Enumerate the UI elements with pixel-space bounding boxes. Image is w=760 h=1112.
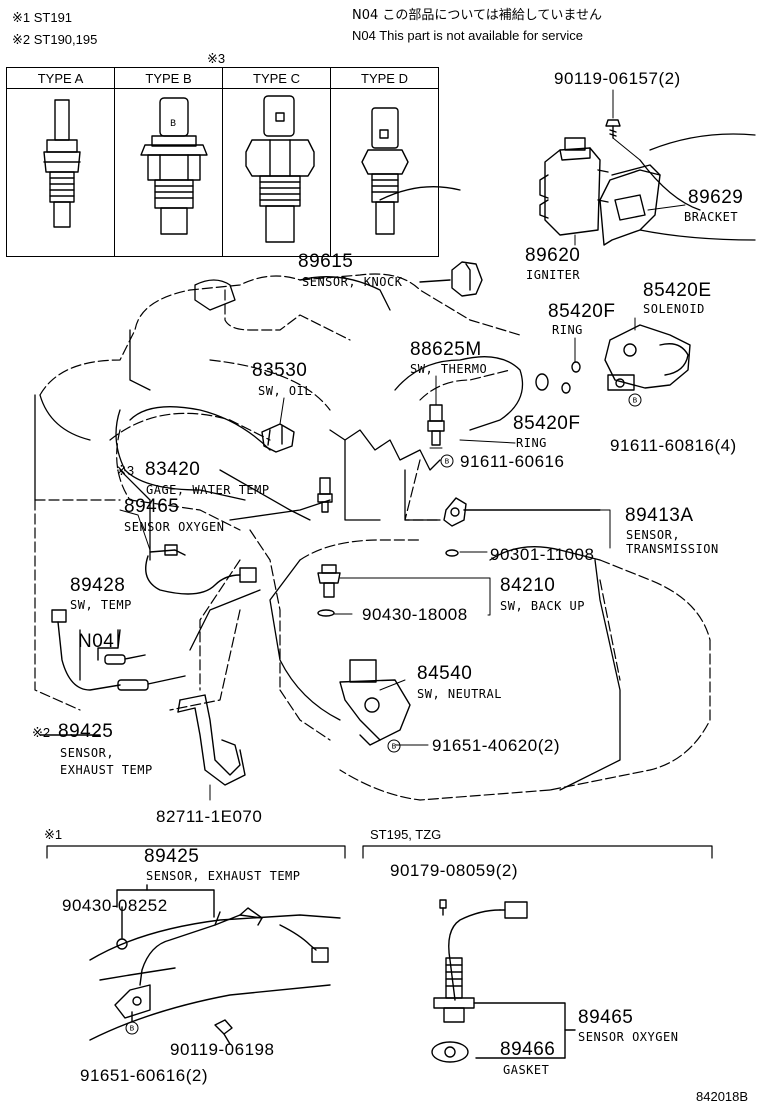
part-84210-name: SW, BACK UP xyxy=(500,599,585,613)
part-85420e: 85420E xyxy=(643,280,712,301)
part-89620-name: IGNITER xyxy=(526,268,581,282)
section-right-89465: 89465 xyxy=(578,1007,634,1028)
part-85420e-name: SOLENOID xyxy=(643,302,705,316)
part-90430-18008: 90430-18008 xyxy=(362,605,468,624)
svg-text:B: B xyxy=(130,1025,135,1033)
part-91611-60816: 91611-60816(4) xyxy=(610,436,737,455)
part-89620: 89620 xyxy=(525,245,581,266)
part-83420: 83420 xyxy=(145,459,201,480)
note-st190-195: ※2 ST190,195 xyxy=(12,32,98,47)
figure-id: 842018B xyxy=(696,1089,749,1104)
engine-block xyxy=(34,133,756,791)
section-right-title: ST195, TZG xyxy=(370,827,442,842)
section-left-89425: 89425 xyxy=(144,846,200,867)
oxygen-sensor-drawing xyxy=(145,544,257,595)
part-82711-1e070: 82711-1E070 xyxy=(156,807,263,826)
temp-switch-drawing xyxy=(51,609,186,691)
engine-outline xyxy=(34,273,711,801)
part-83420-name: GAGE, WATER TEMP xyxy=(146,483,270,497)
svg-text:B: B xyxy=(445,458,450,466)
note-st191: ※1 ST191 xyxy=(12,10,73,25)
part-n04: N04 xyxy=(78,631,115,652)
section-right-89466-name: GASKET xyxy=(503,1063,550,1077)
part-91611-60616: 91611-60616 xyxy=(460,452,565,471)
part-84210: 84210 xyxy=(500,575,556,596)
type-d-header: TYPE D xyxy=(330,67,439,89)
section-right-89465-name: SENSOR OXYGEN xyxy=(578,1030,679,1044)
part-89425: 89425 xyxy=(58,721,114,742)
o-ring-90301-drawing xyxy=(445,549,459,557)
part-89615-name: SENSOR, KNOCK xyxy=(302,275,403,289)
part-84540: 84540 xyxy=(417,663,473,684)
service-note-en: N04 This part is not available for servi… xyxy=(352,28,583,43)
svg-text:B: B xyxy=(392,743,397,751)
part-88625m: 88625M xyxy=(410,339,482,360)
part-89629-name: BRACKET xyxy=(684,210,739,224)
part-89465: 89465 xyxy=(124,496,180,517)
section-left-mark: ※1 xyxy=(44,827,63,842)
ring-85420f-b-drawing xyxy=(535,373,549,391)
type-c-cell xyxy=(222,88,331,257)
part-85420f-a: 85420F xyxy=(548,301,616,322)
svg-text:B: B xyxy=(633,397,638,405)
part-91651-40620: 91651-40620(2) xyxy=(432,736,560,755)
part-84540-name: SW, NEUTRAL xyxy=(417,687,502,701)
type-c-header: TYPE C xyxy=(222,67,331,89)
part-89615: 89615 xyxy=(298,251,354,272)
part-85420f-a-name: RING xyxy=(552,323,583,337)
leader-lines xyxy=(119,89,686,801)
part-89425-name-1: SENSOR, xyxy=(60,746,115,760)
part-89428: 89428 xyxy=(70,575,126,596)
part-88625m-name: SW, THERMO xyxy=(410,362,488,376)
gasket-90430-18008-drawing xyxy=(317,609,335,617)
type-d-leader xyxy=(97,629,121,661)
neutral-switch-drawing xyxy=(339,659,411,746)
part-85420f-b: 85420F xyxy=(513,413,581,434)
section-left-90430-08252: 90430-08252 xyxy=(62,896,168,915)
type-a-header: TYPE A xyxy=(6,67,115,89)
section-left-90119-06198: 90119-06198 xyxy=(170,1040,275,1059)
type-b-header: TYPE B xyxy=(114,67,223,89)
service-note-jp: N04 この部品については補給していません xyxy=(352,8,602,23)
note-mark-3: ※3 xyxy=(207,51,226,66)
section-left-89425-name: SENSOR, EXHAUST TEMP xyxy=(146,869,301,883)
bracket-drawing xyxy=(599,164,661,246)
part-89413a-name-2: TRANSMISSION xyxy=(626,542,719,556)
part-90119-06157: 90119-06157(2) xyxy=(554,69,681,88)
part-89428-name: SW, TEMP xyxy=(70,598,132,612)
clamp-drawing xyxy=(177,694,246,786)
bolt-90119-06157-drawing xyxy=(605,119,621,139)
part-83420-mark: ※3 xyxy=(116,463,135,478)
transmission-sensor-drawing xyxy=(443,497,601,527)
part-85420f-b-name: RING xyxy=(516,436,547,450)
part-83530: 83530 xyxy=(252,360,308,381)
part-89425-mark: ※2 xyxy=(32,725,51,740)
part-89629: 89629 xyxy=(688,187,744,208)
section-left-91651-60616: 91651-60616(2) xyxy=(80,1066,208,1085)
thermo-switch-drawing xyxy=(427,404,445,446)
section-right-89466: 89466 xyxy=(500,1039,556,1060)
section-right-90179-08059: 90179-08059(2) xyxy=(390,861,518,880)
part-89413a: 89413A xyxy=(625,505,694,526)
type-b-cell xyxy=(114,88,223,257)
ring-85420f-a-drawing xyxy=(571,361,581,373)
part-90301-11008: 90301-11008 xyxy=(490,545,595,564)
knock-sensor-drawing xyxy=(419,261,483,297)
part-89413a-name-1: SENSOR, xyxy=(626,528,681,542)
part-89425-name-2: EXHAUST TEMP xyxy=(60,763,153,777)
type-d-cell xyxy=(330,88,439,257)
solenoid-drawing xyxy=(604,324,691,391)
bottom-left-drawing xyxy=(89,884,341,1045)
backup-switch-drawing xyxy=(317,564,341,598)
type-a-cell xyxy=(6,88,115,257)
sensor-type-table: TYPE A TYPE B TYPE C TYPE D xyxy=(6,67,439,257)
igniter-drawing xyxy=(539,137,609,236)
bottom-right-drawing xyxy=(431,899,576,1063)
part-83530-name: SW, OIL xyxy=(258,384,313,398)
part-89465-name: SENSOR OXYGEN xyxy=(124,520,225,534)
section-separators xyxy=(46,845,713,859)
